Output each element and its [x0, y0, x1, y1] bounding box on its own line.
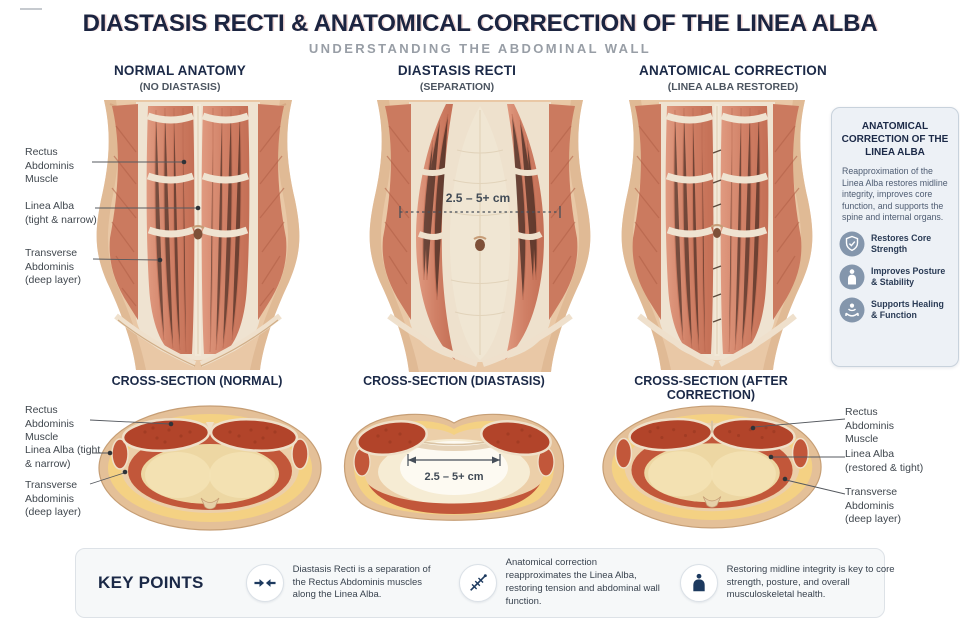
column-title: DIASTASIS RECTI: [397, 63, 517, 78]
navel: [193, 228, 203, 240]
benefit-label: Improves Posture & Stability: [871, 266, 946, 288]
torso-normal-illustration: [96, 100, 300, 370]
cs-label-rectus-abdominis: Rectus Abdominis Muscle: [25, 404, 75, 444]
column-subtitle: (SEPARATION): [419, 81, 495, 93]
cs-label-transverse-abdominis: Transverse Abdominis (deep layer): [25, 479, 82, 519]
shield-check-icon: [839, 231, 865, 257]
key-points-heading: KEY POINTS: [98, 573, 204, 592]
cs-label-linea-alba: Linea Alba (tight & narrow): [25, 444, 101, 470]
benefit-label: Restores Core Strength: [871, 233, 932, 255]
panel-body: Reapproximation of the Linea Alba restor…: [842, 166, 948, 223]
cross-section-title-diastasis: CROSS-SECTION (DIASTASIS): [363, 374, 545, 388]
key-point-separation: Diastasis Recti is a separation of the R…: [245, 563, 443, 602]
cs-label-linea-alba-restored: Linea Alba (restored & tight): [845, 448, 924, 474]
separation-width-label: 2.5 – 5+ cm: [446, 191, 510, 205]
torso-corrected-illustration: [621, 100, 813, 370]
label-linea-alba: Linea Alba (tight & narrow): [25, 200, 97, 226]
cross-section-corrected-illustration: [602, 405, 822, 529]
benefit-posture: Improves Posture & Stability: [839, 264, 951, 290]
tendinous-intersections: [146, 112, 250, 238]
benefit-label: Supports Healing & Function: [871, 299, 944, 321]
column-title: ANATOMICAL CORRECTION: [639, 63, 827, 78]
correction-info-panel: ANATOMICAL CORRECTION OF THE LINEA ALBA …: [831, 107, 959, 367]
column-subtitle: (NO DIASTASIS): [139, 81, 221, 93]
cross-section-normal-illustration: [98, 405, 322, 531]
suture-marks: [712, 149, 722, 323]
cs-label-transverse-abdominis-right: Transverse Abdominis (deep layer): [845, 486, 902, 526]
key-point-text: Diastasis Recti is a separation of the R…: [292, 563, 431, 601]
separation-measurement: 2.5 – 5+ cm: [407, 454, 501, 483]
healing-support-icon: [839, 297, 865, 323]
key-point-integrity: Restoring midline integrity is key to co…: [679, 563, 905, 602]
separation-measurement: 2.5 – 5+ cm: [399, 191, 561, 218]
key-point-text: Anatomical correction reapproximates the…: [505, 557, 660, 607]
benefit-core-strength: Restores Core Strength: [839, 231, 951, 257]
column-header-normal: NORMAL ANATOMY (NO DIASTASIS): [80, 63, 280, 93]
suture-icon: [469, 574, 487, 591]
posture-icon: [839, 264, 865, 290]
corner-mark: [20, 8, 42, 10]
column-subtitle: (LINEA ALBA RESTORED): [667, 81, 799, 93]
oblique-striations: [111, 125, 285, 307]
navel: [475, 239, 485, 251]
key-points-bar: KEY POINTS Diastasis Recti is a separati…: [75, 548, 895, 618]
label-transverse-abdominis: Transverse Abdominis (deep layer): [25, 247, 82, 287]
column-header-correction: ANATOMICAL CORRECTION (LINEA ALBA RESTOR…: [633, 63, 833, 93]
cross-section-diastasis-illustration: 2.5 – 5+ cm: [343, 413, 565, 521]
key-point-correction: Anatomical correction reapproximates the…: [458, 557, 664, 608]
navel: [713, 228, 721, 238]
separation-arrows-icon: [254, 579, 276, 587]
page-title: DIASTASIS RECTI & ANATOMICAL CORRECTION …: [82, 10, 878, 37]
column-header-diastasis: DIASTASIS RECTI (SEPARATION): [357, 63, 557, 93]
cs-label-rectus-abdominis-right: Rectus Abdominis Muscle: [845, 406, 895, 446]
separation-width-label: 2.5 – 5+ cm: [424, 471, 483, 483]
torso-diastasis-illustration: 2.5 – 5+ cm: [369, 100, 591, 372]
benefit-healing: Supports Healing & Function: [839, 297, 951, 323]
cross-section-title-correction: CROSS-SECTION (AFTER CORRECTION): [634, 374, 788, 402]
panel-heading: ANATOMICAL CORRECTION OF THE LINEA ALBA: [841, 121, 949, 158]
page-subtitle: UNDERSTANDING THE ABDOMINAL WALL: [308, 41, 652, 56]
rectus-striations: [154, 107, 242, 353]
key-point-text: Restoring midline integrity is key to co…: [726, 563, 895, 601]
cross-section-title-normal: CROSS-SECTION (NORMAL): [111, 374, 283, 388]
column-title: NORMAL ANATOMY: [113, 63, 247, 78]
label-rectus-abdominis: Rectus Abdominis Muscle: [25, 146, 75, 186]
linea-alba-wedge: [206, 422, 214, 431]
body-figure-icon: [692, 573, 705, 592]
